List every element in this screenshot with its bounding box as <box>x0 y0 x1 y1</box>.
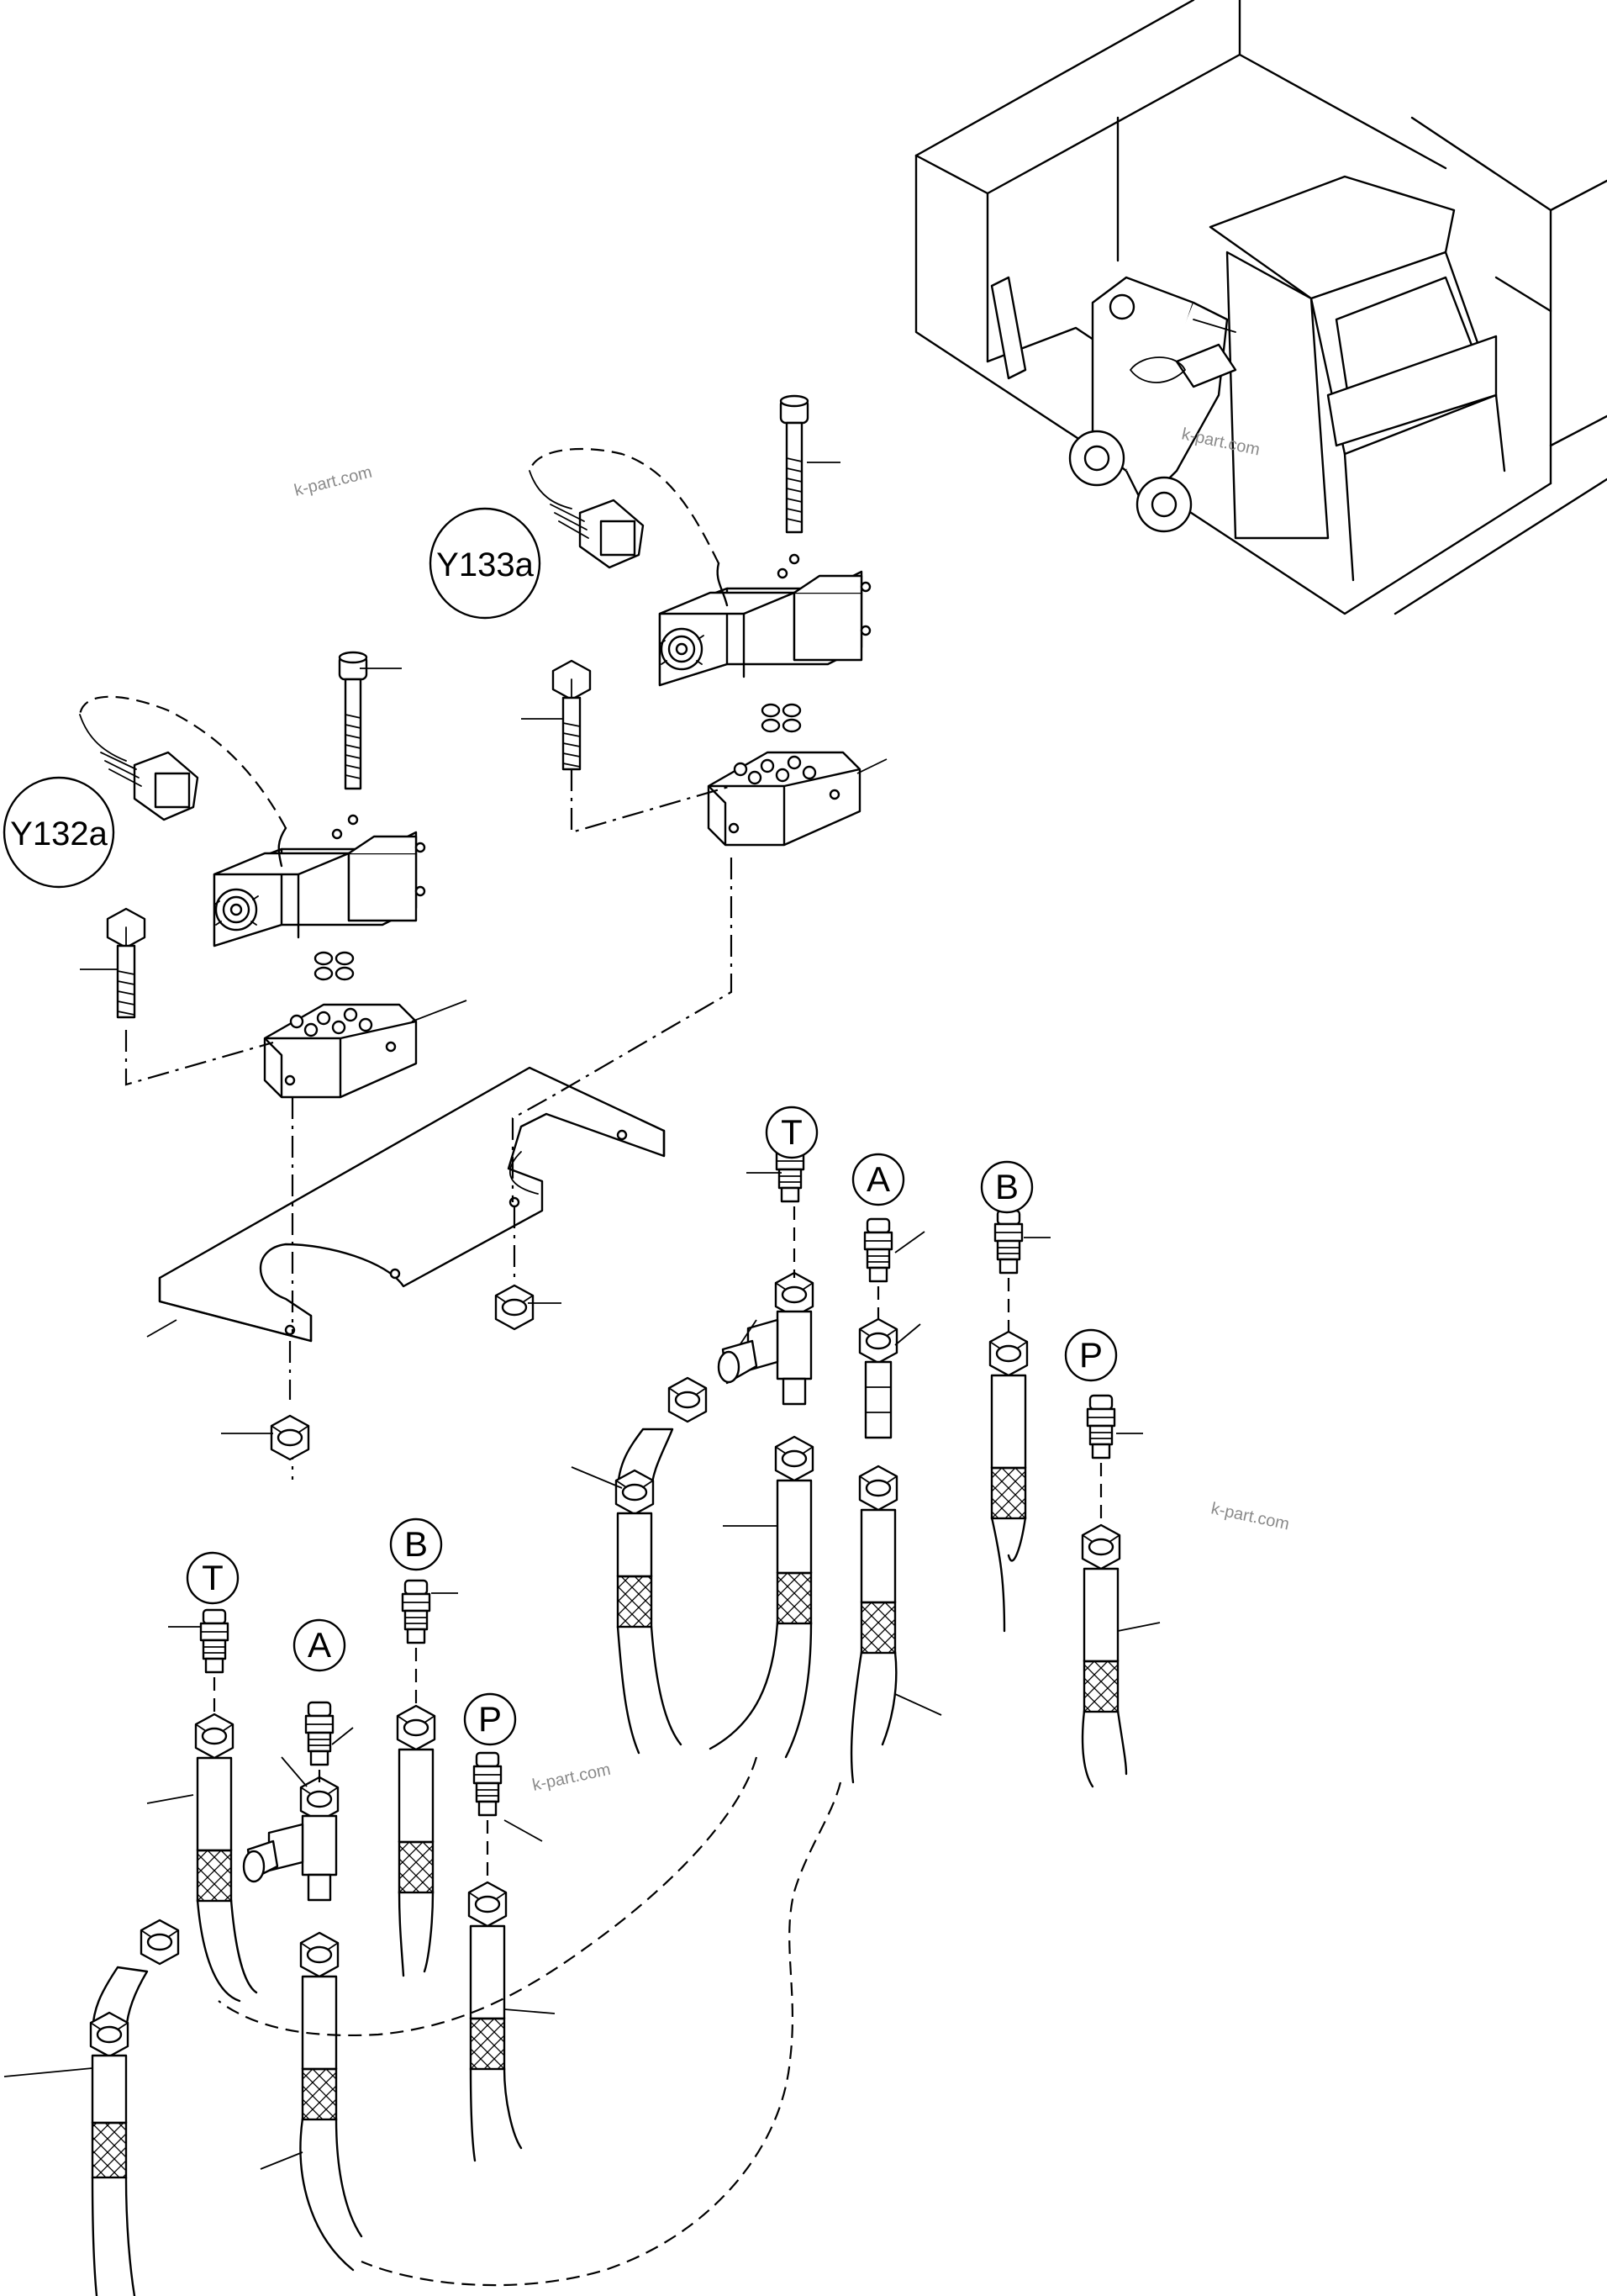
callout-y133a-label: Y133a <box>436 546 534 583</box>
upper-port-p-label: P <box>1079 1335 1103 1375</box>
lower-port-b-label: B <box>404 1524 428 1564</box>
lower-port-t-label: T <box>202 1558 224 1597</box>
hex-bolt-upper <box>551 659 592 771</box>
lower-port-callout-p: P <box>463 1692 517 1746</box>
callout-y132a-label: Y132a <box>10 815 108 852</box>
hose-routing-lines <box>218 1756 842 2287</box>
watermark-1: k-part.com <box>292 463 374 500</box>
watermark-3: k-part.com <box>1209 1499 1291 1533</box>
connector-y133a <box>550 499 645 569</box>
machine-frame <box>914 0 1607 615</box>
o-rings-lower <box>313 951 355 981</box>
lower-port-callout-b: B <box>389 1517 443 1571</box>
watermark-4: k-part.com <box>530 1760 612 1795</box>
cap-screw-lower <box>338 651 368 826</box>
mounting-plate <box>158 1066 666 1343</box>
upper-port-t-label: T <box>781 1112 803 1152</box>
upper-port-callout-p: P <box>1064 1328 1118 1382</box>
lower-port-callout-t: T <box>186 1551 240 1605</box>
lower-port-p-label: P <box>478 1699 502 1739</box>
lock-nut-right <box>494 1284 535 1331</box>
cap-screw-upper <box>779 394 809 565</box>
upper-port-callout-t: T <box>765 1106 819 1159</box>
solenoid-valve-y132a <box>78 695 426 947</box>
solenoid-valve-y133a <box>528 447 872 687</box>
lower-port-a-label: A <box>308 1625 331 1665</box>
lock-nut-left <box>270 1414 310 1461</box>
upper-port-b-label: B <box>995 1167 1019 1206</box>
subplate-lower <box>263 1003 418 1099</box>
subplate-upper <box>707 751 861 847</box>
upper-port-callout-b: B <box>980 1160 1034 1214</box>
o-rings-upper <box>761 703 802 733</box>
upper-port-a-label: A <box>867 1159 890 1199</box>
leader-lines <box>3 462 1161 2170</box>
lower-port-callout-a: A <box>292 1618 346 1672</box>
callout-y132a: Y132a <box>3 776 115 889</box>
lower-hose-set <box>89 1579 523 2296</box>
connector-y132a <box>100 751 199 821</box>
upper-port-callout-a: A <box>851 1153 905 1206</box>
callout-y133a: Y133a <box>429 507 541 620</box>
upper-hose-set <box>614 1137 1128 1788</box>
hex-bolt-lower <box>106 907 146 1019</box>
